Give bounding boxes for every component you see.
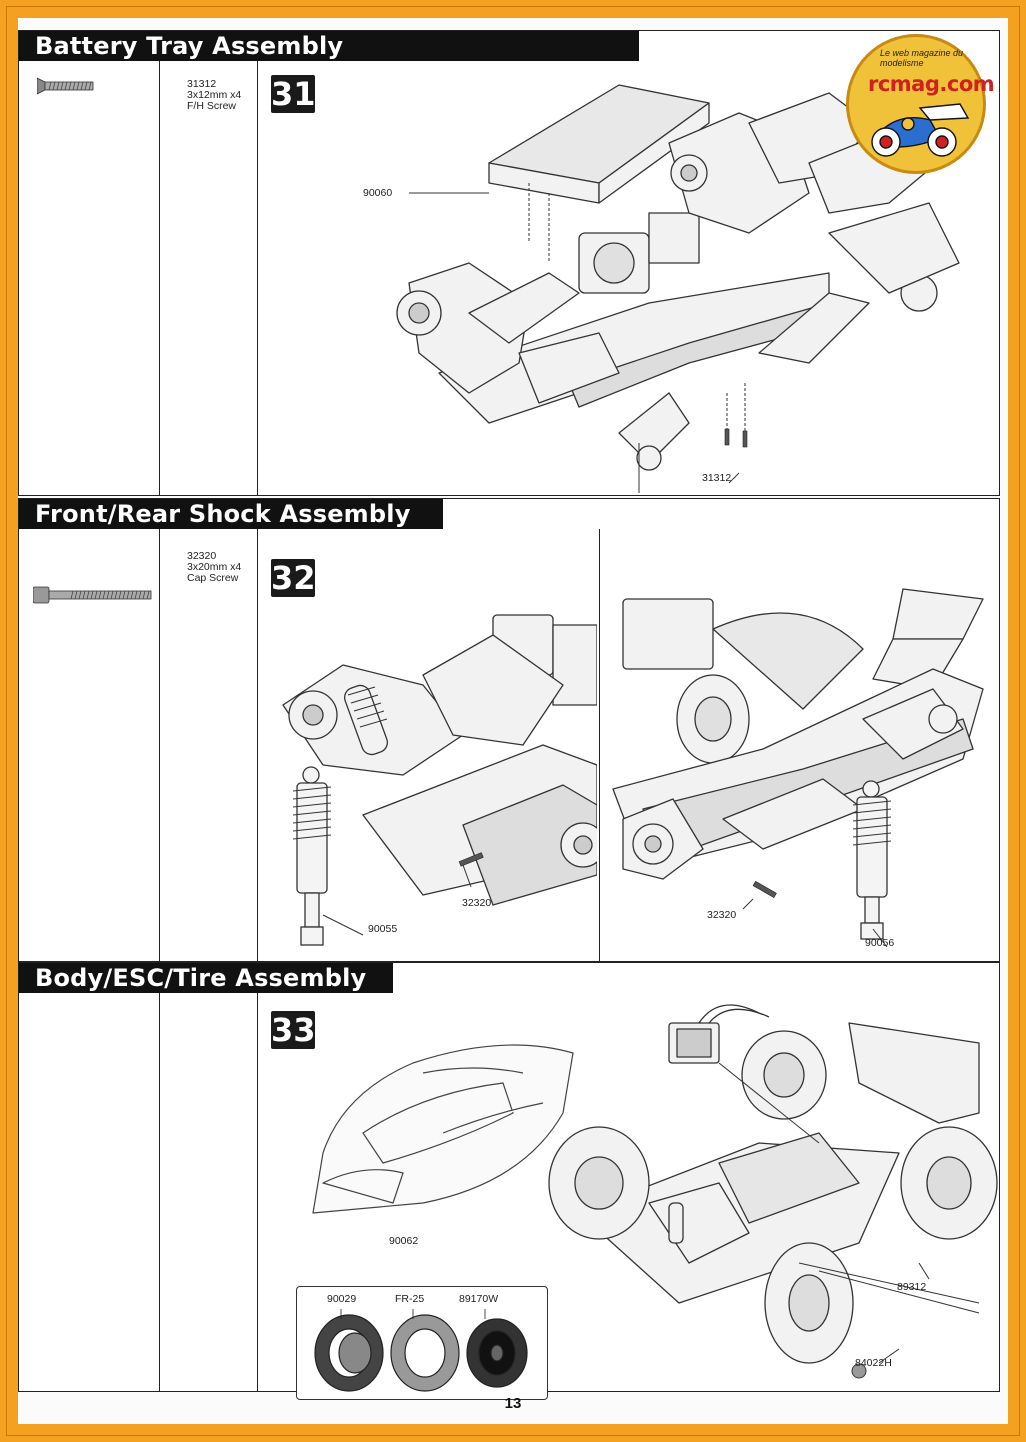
callout-89312: 89312: [897, 1281, 927, 1293]
section-shock-assembly: Front/Rear Shock Assembly 32320 3x20mm x…: [18, 498, 1000, 962]
hardware-label: 31312 3x12mm x4 F/H Screw: [187, 79, 241, 112]
section-header: Battery Tray Assembly: [19, 31, 639, 61]
column-divider: [159, 61, 160, 495]
hardware-label: 32320 3x20mm x4 Cap Screw: [187, 551, 241, 584]
rcmag-logo: Le web magazine du modelisme rcmag.com: [846, 34, 995, 174]
column-divider: [159, 529, 160, 961]
column-divider: [257, 529, 258, 961]
buggy-mascot-icon: [871, 103, 970, 157]
section-title: Battery Tray Assembly: [35, 32, 344, 60]
section-header: Body/ESC/Tire Assembly: [19, 963, 393, 993]
cap-screw-icon: [33, 586, 152, 604]
callout-90029: 90029: [327, 1293, 357, 1305]
logo-wordmark: rcmag.com: [868, 72, 995, 96]
logo-badge: [846, 34, 986, 174]
callout-fr-25: FR-25: [395, 1293, 425, 1305]
step-number: 31: [271, 75, 316, 113]
callout-90056: 90056: [865, 937, 895, 949]
column-divider: [599, 529, 600, 961]
callout-32320-front: 32320: [462, 897, 492, 909]
callout-31312: 31312: [702, 472, 732, 484]
rear-shock-drawing: [612, 588, 984, 948]
callout-90060: 90060: [363, 187, 393, 199]
logo-ring-text: Le web magazine du modelisme: [880, 48, 964, 68]
hardware-type: Cap Screw: [187, 572, 239, 584]
hardware-type: F/H Screw: [187, 100, 237, 112]
hardware-size: 3x12mm x4: [187, 89, 242, 101]
section-title: Body/ESC/Tire Assembly: [35, 964, 367, 992]
hardware-part-number: 32320: [187, 550, 217, 562]
section-battery-tray: Battery Tray Assembly 31312 3x12mm x4 F/…: [18, 30, 1000, 496]
section-header: Front/Rear Shock Assembly: [19, 499, 443, 529]
fh-screw-icon: [37, 77, 94, 95]
callout-89170w: 89170W: [459, 1293, 499, 1305]
column-divider: [159, 993, 160, 1391]
buggy-esc-drawing: [548, 1004, 998, 1379]
manual-page: Battery Tray Assembly 31312 3x12mm x4 F/…: [18, 18, 1008, 1424]
hardware-size: 3x20mm x4: [187, 561, 242, 573]
step-number: 32: [271, 559, 316, 597]
tire-parts-box: 90029 FR-25 89170W: [296, 1286, 548, 1400]
callout-90055: 90055: [368, 923, 398, 935]
column-divider: [257, 993, 258, 1391]
tire-exploded-icon: [314, 1309, 528, 1392]
page-number: 13: [504, 1395, 522, 1412]
callout-90062: 90062: [389, 1235, 419, 1247]
callout-32320-rear: 32320: [707, 909, 737, 921]
column-divider: [257, 61, 258, 495]
front-shock-drawing: [282, 614, 597, 946]
step-number: 33: [271, 1011, 316, 1049]
hardware-part-number: 31312: [187, 78, 217, 90]
battery-tray-chassis-drawing: [396, 84, 960, 493]
section-title: Front/Rear Shock Assembly: [35, 500, 411, 528]
callout-84022h: 84022H: [855, 1357, 892, 1369]
body-shell-drawing: [312, 1044, 574, 1214]
